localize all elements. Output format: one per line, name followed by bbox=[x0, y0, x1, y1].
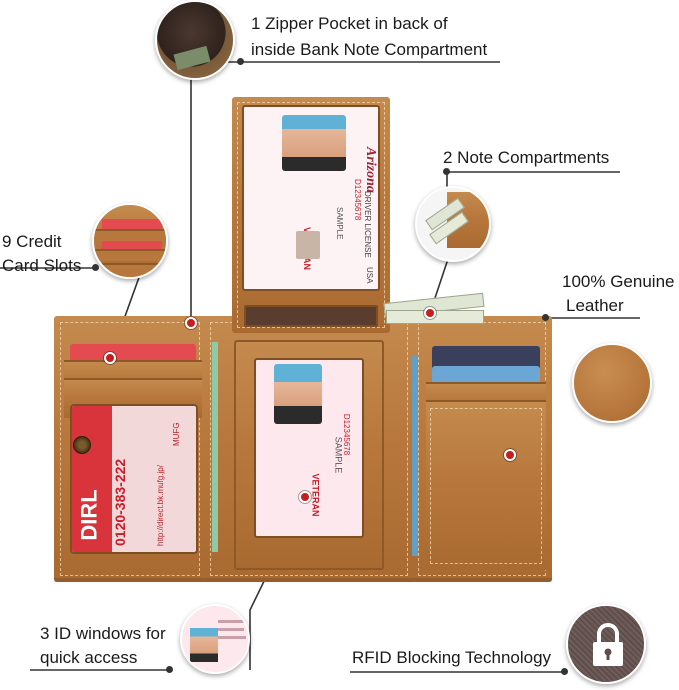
wallet-center-panel: SAMPLE D12345678 VETERAN bbox=[204, 316, 414, 582]
leather-thumbnail bbox=[572, 343, 652, 423]
callout-zipper-line-1: 1 Zipper Pocket in back of bbox=[251, 14, 448, 33]
end-dot-zipper bbox=[237, 58, 244, 65]
marker-leather bbox=[504, 449, 516, 461]
callout-leather-line-1: 100% Genuine bbox=[562, 272, 675, 291]
japanese-card-bank: MUFG bbox=[172, 422, 181, 446]
id-top-country: USA bbox=[365, 267, 374, 284]
callout-leather-line-2: Leather bbox=[566, 296, 624, 315]
id-flap: Arizona DRIVER LICENSE USA D12345678 SAM… bbox=[232, 97, 390, 333]
japanese-card-url: http://direct.bk.mufg.jp/ bbox=[156, 465, 165, 546]
end-dot-rfid bbox=[561, 668, 568, 675]
callout-rfid: RFID Blocking Technology bbox=[352, 646, 551, 670]
callout-id-line-1: 3 ID windows for bbox=[40, 624, 166, 643]
id-window-top: Arizona DRIVER LICENSE USA D12345678 SAM… bbox=[242, 105, 380, 291]
callout-zipper-pocket: 1 Zipper Pocket in back of inside Bank N… bbox=[251, 12, 487, 62]
id-center-number: D12345678 bbox=[342, 413, 352, 456]
callout-id-line-2: quick access bbox=[40, 648, 138, 667]
id-photo-top bbox=[282, 115, 346, 171]
callout-genuine-leather: 100% Genuine Leather bbox=[562, 270, 674, 318]
id-center-badge: VETERAN bbox=[310, 473, 321, 517]
marker-notes bbox=[424, 307, 436, 319]
id-window-left: DIRL 0120-383-222 http://direct.bk.mufg.… bbox=[70, 404, 198, 554]
callout-rfid-line-1: RFID Blocking Technology bbox=[352, 648, 552, 667]
wallet: DIRL 0120-383-222 http://direct.bk.mufg.… bbox=[54, 316, 552, 582]
marker-credit bbox=[104, 352, 116, 364]
marker-id bbox=[299, 491, 311, 503]
end-dot-credit bbox=[92, 264, 99, 271]
id-window-center: SAMPLE D12345678 VETERAN bbox=[254, 358, 364, 538]
callout-credit-line-1: 9 Credit bbox=[2, 232, 62, 251]
callout-notes-line-1: 2 Note Compartments bbox=[443, 148, 610, 167]
wallet-left-panel: DIRL 0120-383-222 http://direct.bk.mufg.… bbox=[54, 316, 206, 582]
credit-slots-thumbnail bbox=[92, 203, 168, 279]
zipper-pocket-thumbnail bbox=[155, 0, 235, 80]
japanese-card-phone: 0120-383-222 bbox=[112, 458, 128, 546]
callout-note-compartments: 2 Note Compartments bbox=[443, 146, 609, 170]
callout-zipper-line-2: inside Bank Note Compartment bbox=[251, 40, 488, 59]
snap-button bbox=[73, 436, 91, 454]
center-pocket: SAMPLE D12345678 VETERAN bbox=[234, 340, 384, 570]
id-photo-center bbox=[274, 364, 322, 424]
id-top-number: D12345678 bbox=[353, 179, 362, 221]
id-top-state: Arizona bbox=[363, 147, 378, 193]
id-top-name: SAMPLE bbox=[335, 207, 344, 240]
callout-id-windows: 3 ID windows for quick access bbox=[40, 622, 166, 670]
end-dot-notes bbox=[443, 168, 450, 175]
note-compartments-thumbnail bbox=[415, 186, 491, 262]
rfid-thumbnail bbox=[566, 604, 646, 684]
id-windows-thumbnail bbox=[180, 604, 250, 674]
end-dot-id bbox=[166, 666, 173, 673]
callout-credit-slots: 9 Credit Card Slots bbox=[2, 230, 81, 278]
end-dot-leather bbox=[542, 314, 549, 321]
japanese-card-brand: DIRL bbox=[76, 489, 102, 541]
lock-icon bbox=[593, 623, 623, 666]
marker-zipper bbox=[185, 317, 197, 329]
zipper-slot bbox=[244, 305, 378, 327]
card-slot-right-2 bbox=[426, 400, 546, 570]
wallet-right-panel bbox=[412, 316, 552, 582]
id-photo-small bbox=[296, 231, 320, 259]
callout-credit-line-2: Card Slots bbox=[2, 256, 82, 275]
id-top-type: DRIVER LICENSE bbox=[363, 191, 372, 258]
